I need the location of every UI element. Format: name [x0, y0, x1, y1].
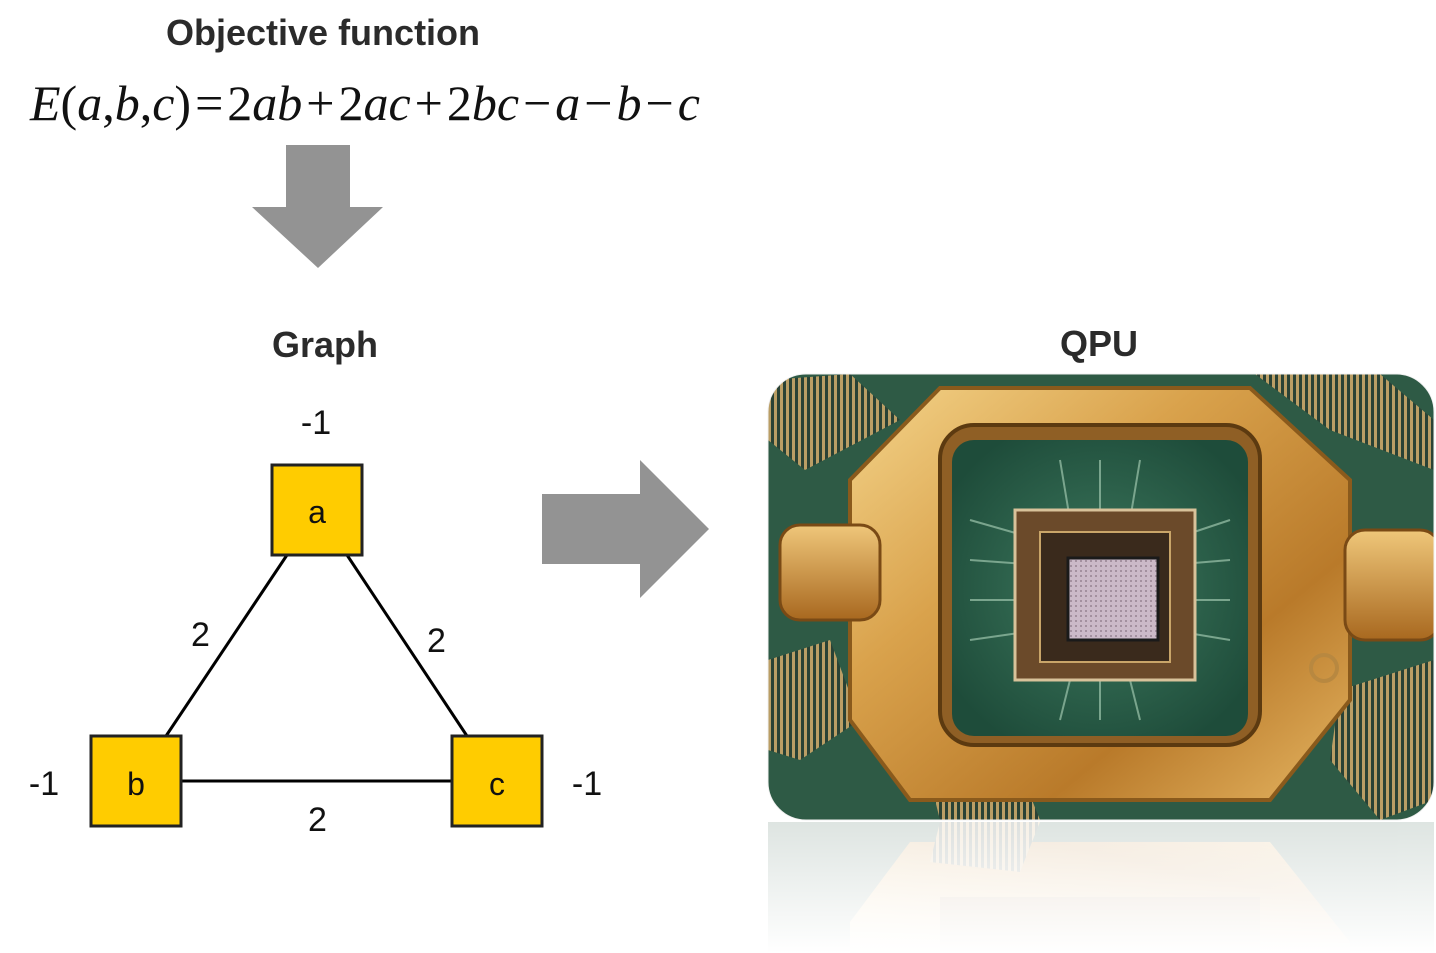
formula-term-vars: c	[677, 75, 700, 131]
edge-weight-a-b: 2	[191, 616, 210, 654]
formula-arg-a: a	[77, 75, 103, 131]
graph-title: Graph	[272, 324, 379, 365]
edge-weight-b-c: 2	[308, 801, 327, 839]
edge-a-b	[164, 554, 289, 737]
node-label-c: c	[489, 766, 505, 802]
node-a	[270, 463, 364, 557]
formula-term-vars: ac	[363, 75, 411, 131]
formula-term-sign: −	[645, 75, 674, 131]
formula-open-paren: (	[60, 75, 78, 131]
formula-comma: ,	[139, 75, 153, 131]
formula-term-sign: −	[584, 75, 613, 131]
formula-close-paren: )	[174, 75, 192, 131]
qpu-title: QPU	[1060, 323, 1139, 364]
node-bias-c: -1	[572, 765, 602, 803]
right-arrow-icon	[542, 460, 709, 598]
node-label-a: a	[308, 494, 326, 530]
formula-term-coef: 2	[338, 75, 364, 131]
formula-term-vars: bc	[471, 75, 520, 131]
formula-equals: =	[195, 75, 224, 131]
formula-term-vars: b	[616, 75, 642, 131]
formula-term-coef: 2	[446, 75, 472, 131]
objective-formula: E(a,b,c)=2ab+2ac+2bc−a−b−c	[30, 74, 700, 132]
qpu-photo-reflection	[768, 822, 1434, 953]
node-c	[450, 734, 544, 828]
edge-weight-a-c: 2	[427, 622, 446, 660]
formula-term-vars: a	[555, 75, 581, 131]
objective-function-title: Objective function	[166, 12, 481, 53]
node-bias-b: -1	[29, 765, 59, 803]
node-label-b: b	[127, 766, 145, 802]
formula-term-sign: +	[306, 75, 335, 131]
formula-term-sign: +	[414, 75, 443, 131]
qpu-chip-photo	[768, 374, 1434, 820]
formula-lhs-name: E	[30, 75, 61, 131]
formula-term-coef: 2	[227, 75, 253, 131]
node-bias-a: -1	[301, 404, 331, 442]
node-b	[89, 734, 183, 828]
down-arrow-icon	[252, 145, 383, 268]
formula-term-sign: −	[523, 75, 552, 131]
formula-arg-c: c	[152, 75, 175, 131]
formula-arg-b: b	[114, 75, 140, 131]
edge-a-c	[345, 554, 469, 737]
formula-comma: ,	[102, 75, 115, 131]
formula-term-vars: ab	[252, 75, 303, 131]
